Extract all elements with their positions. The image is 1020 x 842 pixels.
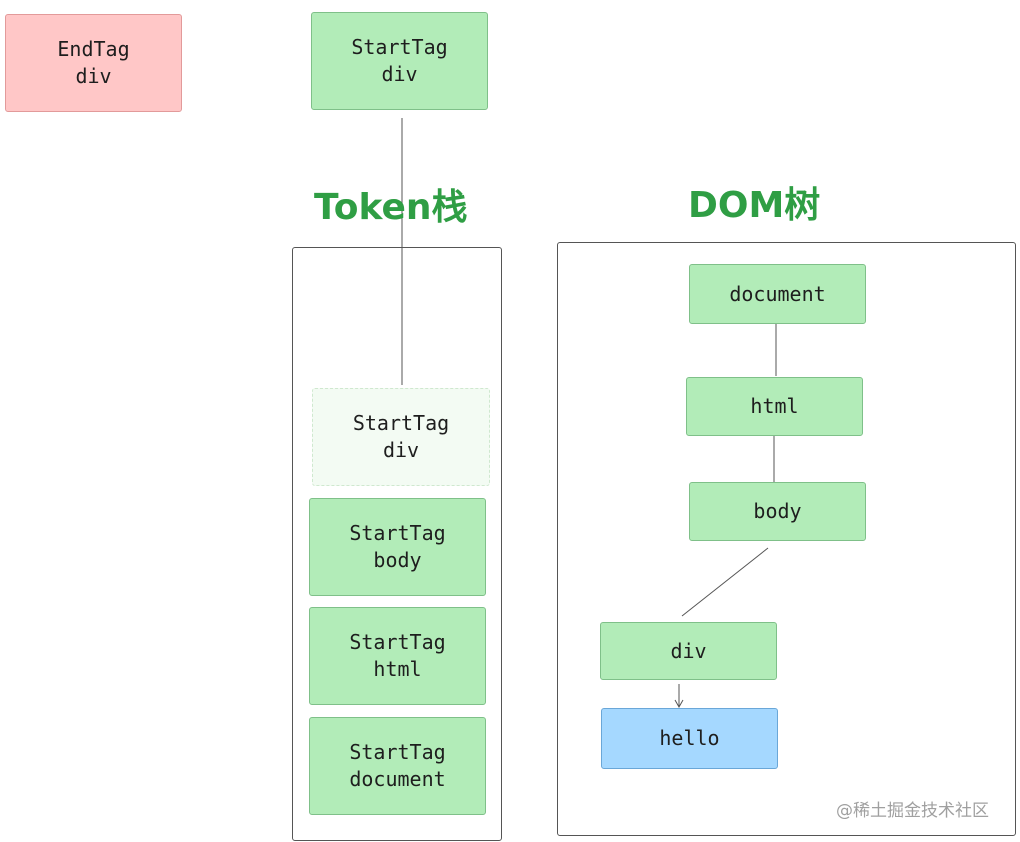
stack-item-line1: StartTag (349, 630, 446, 654)
dom-node-div: div (600, 622, 777, 680)
endtag-line2: div (75, 64, 112, 88)
stack-item-line2: html (373, 657, 422, 681)
watermark: @稀土掘金技术社区 (836, 801, 989, 821)
stack-item-line2: document (349, 767, 446, 791)
dom-tree-frame (557, 242, 1016, 836)
dom-node-document: document (689, 264, 866, 324)
incoming-starttag-line2: div (381, 62, 418, 86)
endtag-div-token: EndTag div (5, 14, 182, 112)
stack-item-line1: StartTag (349, 740, 446, 764)
dom-node-label: html (750, 394, 799, 418)
dom-node-body: body (689, 482, 866, 541)
token-stack-title: Token栈 (314, 187, 468, 228)
endtag-line1: EndTag (57, 37, 130, 61)
stack-item-starttag-body: StartTag body (309, 498, 486, 596)
dom-node-hello: hello (601, 708, 778, 769)
stack-item-line2: div (382, 438, 420, 462)
dom-tree-title: DOM树 (688, 185, 821, 226)
incoming-starttag-line1: StartTag (351, 35, 448, 59)
dom-node-label: hello (659, 726, 720, 750)
dom-node-label: body (753, 499, 802, 523)
stack-item-starttag-div: StartTag div (312, 388, 490, 486)
stack-item-line1: StartTag (352, 411, 450, 435)
dom-node-label: div (670, 638, 707, 663)
stack-item-starttag-html: StartTag html (309, 607, 486, 705)
stack-item-starttag-document: StartTag document (309, 717, 486, 815)
dom-node-html: html (686, 377, 863, 436)
stack-item-line1: StartTag (349, 521, 446, 545)
token-stack-frame (292, 247, 502, 841)
dom-node-label: document (729, 281, 826, 306)
stack-item-line2: body (373, 548, 422, 572)
incoming-starttag-div-token: StartTag div (311, 12, 488, 110)
